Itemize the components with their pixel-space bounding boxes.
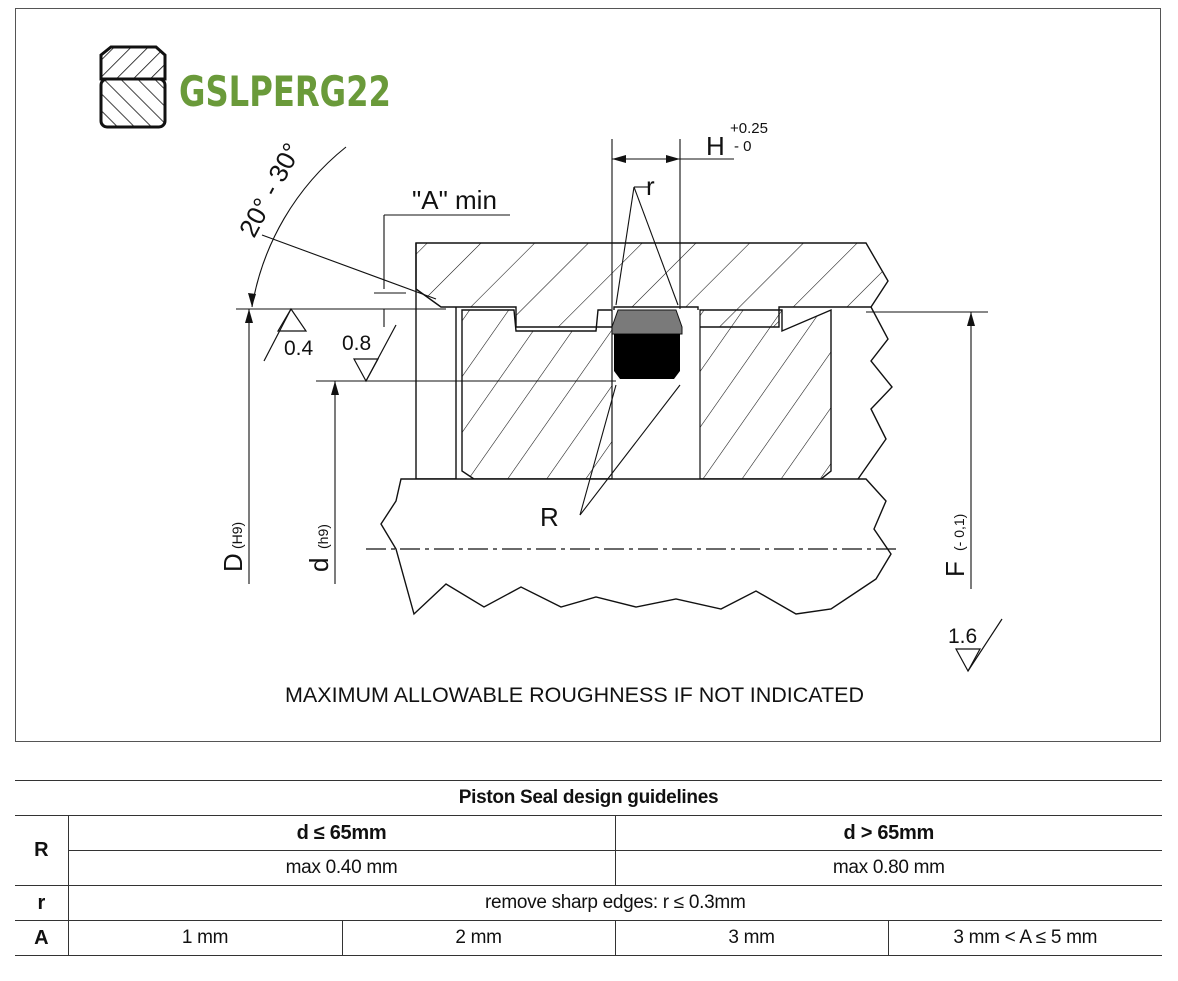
- table-title: Piston Seal design guidelines: [15, 780, 1163, 816]
- H-dimension: [611, 139, 734, 309]
- D-dimension: [236, 308, 446, 584]
- technical-drawing-frame: GSLPERG22 H +0.25 - 0 r: [15, 8, 1161, 742]
- seal-profile-logo-icon: [99, 45, 167, 129]
- R-label: R: [540, 502, 559, 532]
- r-leader: [615, 186, 679, 306]
- brand-name: GSLPERG22: [179, 67, 391, 116]
- design-guidelines-table: Piston Seal design guidelines R d ≤ 65mm…: [15, 780, 1163, 956]
- r-label: r: [646, 171, 655, 201]
- row-head-A: A: [15, 920, 69, 956]
- A-value-4: 3 mm < A ≤ 5 mm: [887, 920, 1163, 956]
- R-leader: [579, 384, 681, 516]
- F-label: F: [940, 561, 970, 577]
- col-head-large: d > 65mm: [614, 815, 1163, 851]
- F-tolerance: (- 0,1): [951, 514, 967, 551]
- piston-body: [461, 308, 832, 480]
- A-value-1: 1 mm: [67, 920, 343, 956]
- A-min-label: "A" min: [412, 185, 497, 215]
- roughness-symbol-1-6: [954, 618, 1003, 673]
- chamfer-angle: [248, 146, 437, 308]
- d-label: d: [304, 558, 334, 572]
- d-tolerance: (h9): [315, 524, 331, 549]
- angle-label: 20° - 30°: [233, 138, 307, 242]
- piston-seal-drawing: GSLPERG22 H +0.25 - 0 r: [99, 45, 1003, 707]
- R-large-value: max 0.80 mm: [614, 850, 1163, 886]
- D-tolerance: (H9): [229, 522, 245, 549]
- piston-seal: [611, 309, 683, 379]
- A-min-dimension: [374, 214, 510, 327]
- H-tolerance-plus: +0.25: [730, 120, 768, 137]
- roughness-symbol-0-4: [263, 307, 308, 362]
- col-head-small: d ≤ 65mm: [67, 815, 616, 851]
- row-head-r: r: [15, 885, 69, 921]
- roughness-0-8-label: 0.8: [342, 332, 371, 355]
- roughness-symbol-0-8: [352, 324, 397, 383]
- r-value: remove sharp edges: r ≤ 0.3mm: [67, 885, 1163, 921]
- row-head-R: R: [15, 815, 69, 886]
- roughness-0-4-label: 0.4: [284, 337, 314, 360]
- D-label: D: [218, 553, 248, 572]
- roughness-1-6-label: 1.6: [948, 625, 977, 648]
- piston-shaft: [380, 478, 892, 616]
- R-small-value: max 0.40 mm: [67, 850, 616, 886]
- F-dimension: [866, 311, 988, 589]
- A-value-3: 3 mm: [614, 920, 889, 956]
- H-label: H: [706, 131, 725, 161]
- roughness-note: MAXIMUM ALLOWABLE ROUGHNESS IF NOT INDIC…: [285, 683, 864, 707]
- H-tolerance-minus: - 0: [734, 138, 752, 155]
- A-value-2: 2 mm: [341, 920, 616, 956]
